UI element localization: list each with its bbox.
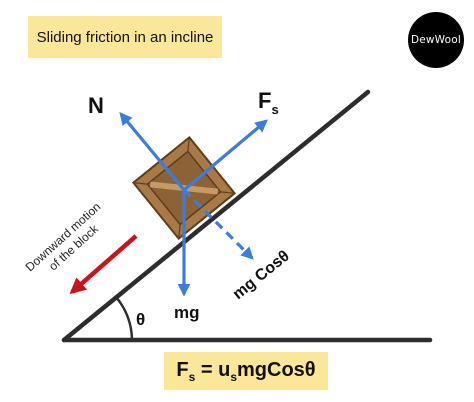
motion-arrow-icon [69, 234, 138, 295]
diagram-title: Sliding friction in an incline [36, 28, 214, 46]
angle-arc [115, 296, 134, 341]
incline-line [61, 89, 371, 343]
component-arrow [182, 188, 254, 260]
dewwool-logo: DewWool [408, 12, 464, 68]
weight-label: mg [174, 303, 200, 322]
formula-banner: Fs = usmgCosθ [164, 352, 328, 390]
normal-force-label: N [88, 93, 104, 118]
normal-force-arrow [119, 112, 186, 192]
friction-formula: Fs = usmgCosθ [176, 358, 316, 384]
component-label: mg Cosθ [230, 248, 293, 304]
friction-force-label: Fs [258, 88, 279, 117]
title-banner: Sliding friction in an incline [28, 16, 222, 58]
motion-label: Downward motion of the block [23, 197, 116, 285]
logo-text: DewWool [410, 34, 462, 46]
friction-force-arrow [182, 119, 268, 192]
angle-label: θ [136, 310, 145, 329]
